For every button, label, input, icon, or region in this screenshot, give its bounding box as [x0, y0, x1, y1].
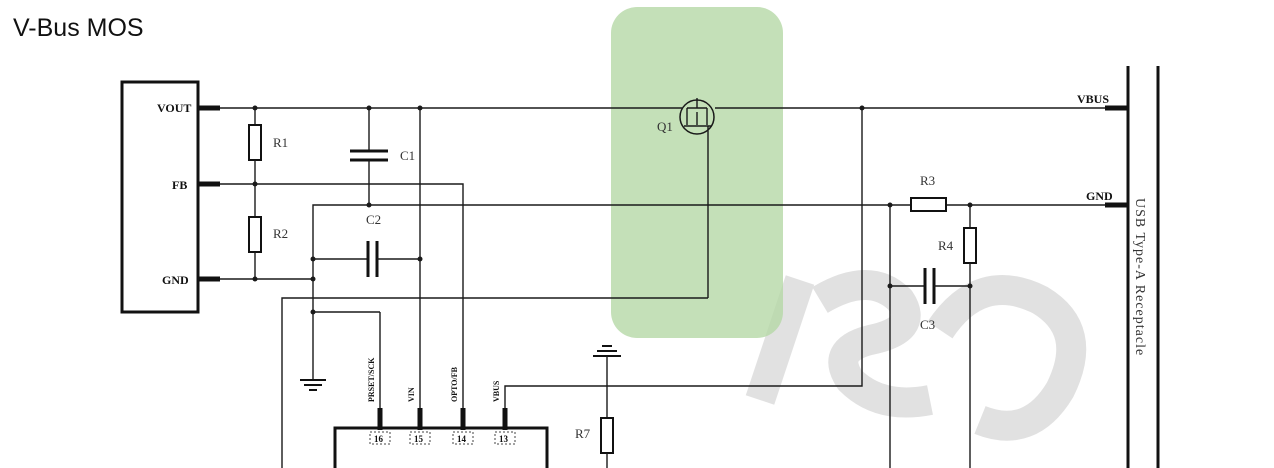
junction-dots	[252, 105, 973, 315]
label-q1: Q1	[657, 119, 673, 134]
resistor-r3	[910, 197, 947, 212]
label-r4: R4	[938, 238, 954, 253]
module-pin-label-vout: VOUT	[157, 101, 191, 115]
resistor-r1	[248, 108, 262, 184]
capacitor-c2	[313, 241, 420, 277]
mosfet-gate-wire	[281, 297, 708, 468]
label-c1: C1	[400, 148, 415, 163]
mosfet-q1	[679, 98, 715, 298]
module-pin-label-fb: FB	[172, 178, 187, 192]
label-r1: R1	[273, 135, 288, 150]
label-c2: C2	[366, 212, 381, 227]
vbus-sense-wire	[504, 108, 863, 428]
resistor-r4	[963, 205, 977, 468]
connector-name: USB Type-A Receptacle	[1132, 198, 1147, 356]
resistor-r2	[248, 184, 262, 279]
ic-pin-label-vbus: VBUS	[492, 380, 501, 402]
label-r7: R7	[575, 426, 591, 441]
ic-chip	[333, 408, 549, 468]
ic-pin-num-13: 13	[499, 434, 509, 444]
connector-label-vbus: VBUS	[1077, 92, 1109, 106]
capacitor-c1	[350, 108, 388, 205]
label-c3: C3	[920, 317, 935, 332]
ic-pin-num-14: 14	[457, 434, 467, 444]
power-module-box	[120, 80, 200, 314]
ic-pin-num-15: 15	[414, 434, 424, 444]
ic-pin-num-16: 16	[374, 434, 384, 444]
page-title: V-Bus MOS	[13, 14, 144, 42]
connector-label-gnd: GND	[1086, 189, 1113, 203]
label-r2: R2	[273, 226, 288, 241]
ic-pin-label-opto: OPTO/FB	[450, 366, 459, 402]
watermark	[745, 270, 1087, 441]
usb-connector	[1105, 66, 1160, 468]
capacitor-c3	[889, 205, 970, 468]
module-pin-label-gnd: GND	[162, 273, 189, 287]
mosfet-highlight	[611, 7, 783, 338]
fb-wire	[220, 183, 464, 428]
ic-pin-label-vin: VIN	[407, 387, 416, 402]
ic-pin-label-prset: PRSET/SCK	[367, 357, 376, 402]
label-r3: R3	[920, 173, 935, 188]
resistor-r7	[593, 345, 621, 468]
internal-gnd-wire	[312, 204, 890, 380]
